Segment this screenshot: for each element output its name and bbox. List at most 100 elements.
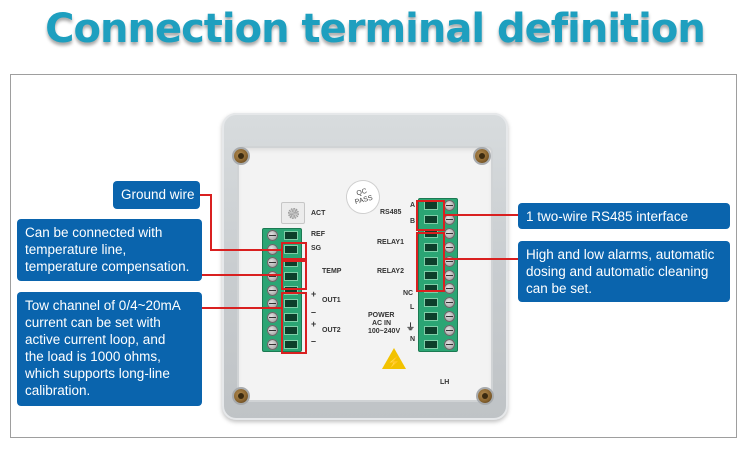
terminal-screw [267,338,278,350]
terminal-screw [444,324,455,336]
connector-ground-h1 [199,194,212,196]
callout-alarms-line-2: dosing and automatic cleaning [526,264,709,279]
terminal-wire-hole [424,256,438,266]
terminal-screw [444,228,455,240]
callout-rs485: 1 two-wire RS485 interface [518,203,730,229]
ground-symbol-icon: ⏚ [406,322,416,332]
lightning-icon: ⚡ [387,357,401,369]
terminal-screw [444,310,455,322]
terminal-screw [267,325,278,337]
connector-ground-v [210,194,212,251]
left-terminal-block [262,228,302,352]
terminal-wire-hole [424,311,438,321]
label-act: ACT [311,210,326,217]
terminal-screw [267,311,278,323]
terminal-wire-hole [284,231,298,241]
label-b: B [410,218,416,225]
terminal-screw [444,283,455,295]
callout-temperature: Can be connected with temperature line, … [17,219,202,281]
callout-current-line-5: which supports long-line [25,366,170,381]
callout-alarms-line-3: can be set. [526,281,593,296]
terminal-screw [444,214,455,226]
high-voltage-warning-icon [382,348,406,369]
callout-current-line-2: current can be set with [25,315,161,330]
terminal-wire-hole [424,242,438,252]
terminal-screw [267,230,278,242]
terminal-screw [444,255,455,267]
terminal-wire-hole [284,299,298,309]
callout-ground-wire-text: Ground wire [121,187,195,202]
terminal-wire-hole [424,215,438,225]
terminal-wire-hole [284,244,298,254]
label-a: A [410,202,416,209]
connector-ground-h2 [210,249,283,251]
page-title: Connection terminal definition [45,6,706,52]
label-voltage: 100~240V [368,328,401,335]
terminal-wire-hole [424,339,438,349]
connector-relay [443,258,519,260]
callout-ground-wire: Ground wire [113,181,200,209]
label-sg: SG [311,245,322,252]
callout-temperature-line-3: temperature compensation. [25,259,190,274]
callout-temperature-line-1: Can be connected with [25,225,163,240]
label-plus-2: + [311,319,317,329]
adjustment-potentiometer [281,202,305,224]
terminal-wire-hole [284,312,298,322]
terminal-wire-hole [424,284,438,294]
terminal-screw [444,338,455,350]
callout-current-line-6: calibration. [25,383,91,398]
highlight-relay-terminals [416,232,445,292]
label-l: L [410,304,415,311]
label-minus-2: – [311,336,317,346]
label-relay1: RELAY1 [377,239,404,246]
label-relay2: RELAY2 [377,268,404,275]
callout-current-output: Tow channel of 0/4~20mA current can be s… [17,292,202,406]
corner-screw-top-right [475,149,489,163]
terminal-wire-hole [424,298,438,308]
label-ref: REF [311,231,325,238]
label-temp: TEMP [322,268,342,275]
label-plus-1: + [311,289,317,299]
terminal-wire-hole [284,271,298,281]
callout-current-line-4: the load is 1000 ohms, [25,349,161,364]
highlight-ground-terminal [281,242,307,260]
terminal-screw [444,269,455,281]
terminal-screw [444,297,455,309]
terminal-wire-hole [284,326,298,336]
terminal-wire-hole [284,339,298,349]
label-nc: NC [403,290,414,297]
callout-current-line-3: active current loop, and [25,332,166,347]
highlight-output-terminals [281,292,307,354]
terminal-screw [267,298,278,310]
connector-output [201,307,283,309]
callout-alarms: High and low alarms, automatic dosing an… [518,241,730,302]
label-n: N [410,336,416,343]
callout-current-line-1: Tow channel of 0/4~20mA [25,298,181,313]
label-out1: OUT1 [322,297,341,304]
terminal-screw [444,241,455,253]
connector-rs485 [443,214,519,216]
terminal-screw [267,284,278,296]
callout-rs485-text: 1 two-wire RS485 interface [526,209,689,224]
highlight-rs485-terminals [416,200,445,231]
label-rs485: RS485 [380,209,402,216]
label-ac-in: AC IN [372,320,392,327]
terminal-wire-hole [284,285,298,295]
label-lh: LH [440,379,450,386]
label-out2: OUT2 [322,327,341,334]
corner-screw-bottom-right [478,389,492,403]
label-power: POWER [368,312,395,319]
label-minus-1: – [311,307,317,317]
terminal-screw [267,270,278,282]
corner-screw-bottom-left [234,389,248,403]
right-terminal-block [418,198,458,352]
callout-alarms-line-1: High and low alarms, automatic [526,247,715,262]
callout-temperature-line-2: temperature line, [25,242,127,257]
connector-temp [201,274,283,276]
terminal-wire-hole [424,270,438,280]
terminal-screw [267,257,278,269]
terminal-screw [444,200,455,212]
terminal-wire-hole [424,325,438,335]
highlight-temp-terminals [281,260,307,290]
corner-screw-top-left [234,149,248,163]
